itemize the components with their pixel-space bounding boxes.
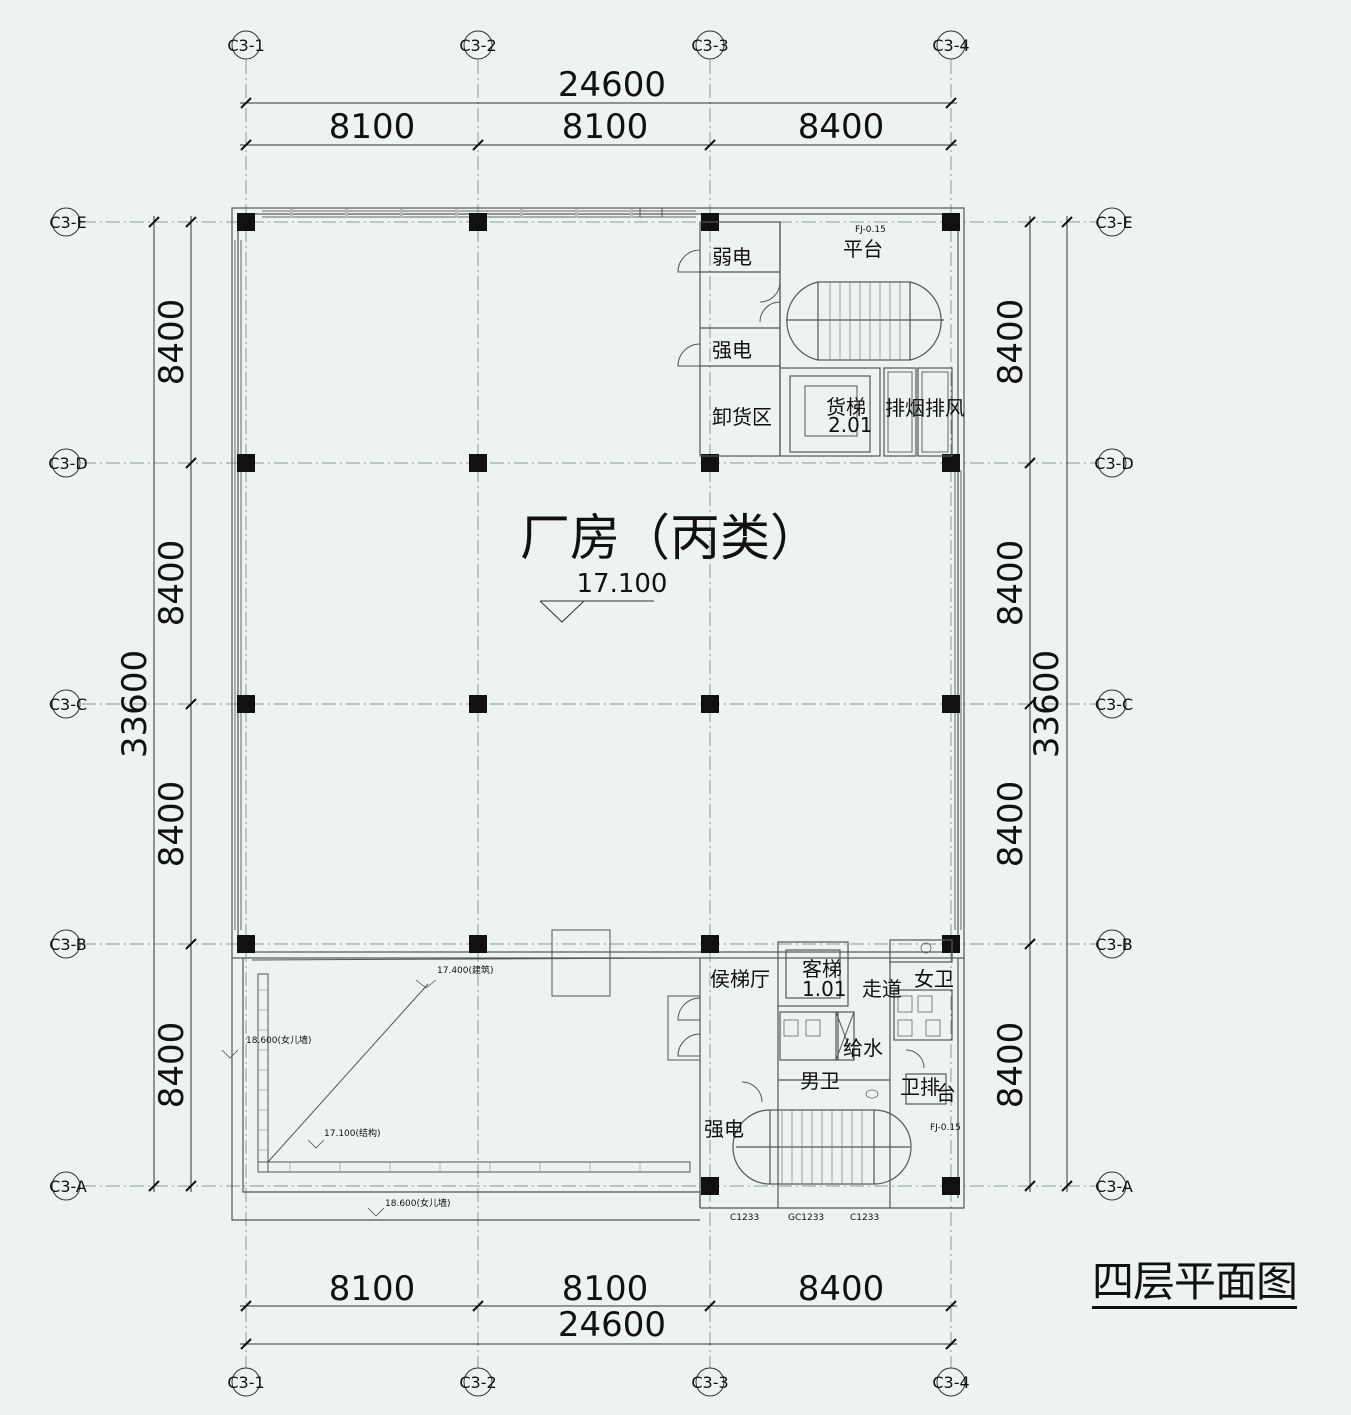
dim-top-total: 24600 [558,65,666,105]
dimension-ticks [148,97,1073,1350]
room-label-womens-wc: 女卫 [914,967,954,991]
axis-label-right-d: C3-D [1094,454,1133,473]
note-window-2: GC1233 [788,1213,824,1223]
note-slab-elev: 17.100(结构) [324,1127,381,1139]
room-label-unloading: 卸货区 [712,405,772,429]
room-label-weak-elec: 弱电 [712,245,752,269]
room-label-lift-lobby: 侯梯厅 [710,967,770,991]
window-mullions [290,207,663,218]
parapet-hatch [258,989,641,1172]
core-top-walls [699,221,953,457]
axis-label-right-a: C3-A [1095,1177,1133,1196]
axis-bubbles [51,30,1127,1397]
note-parapet-elev-2: 18.600(女儿墙) [385,1197,451,1209]
axis-label-left-e: C3-E [49,213,86,232]
axis-label-bottom-4: C3-4 [932,1373,969,1392]
room-label-passenger-lift: 客梯 [802,957,842,981]
dim-left-span-4: 8400 [152,1022,192,1109]
dim-right-span-3: 8400 [991,781,1031,868]
room-label-corridor: 走道 [862,977,902,1001]
room-label-passenger-lift-no: 1.01 [802,977,847,1001]
dimension-lines [153,102,1068,1345]
room-label-toilet-exhaust: 卫排 [900,1075,940,1099]
stair-treads-bottom [781,1110,863,1184]
dim-left-total: 33600 [115,650,155,758]
note-roof-elev: 17.400(建筑) [437,964,494,976]
door-arcs-top [677,249,781,367]
note-fj-top: FJ-0.15 [855,225,886,235]
dim-top-span-3: 8400 [798,107,885,147]
axis-label-right-e: C3-E [1095,213,1132,232]
smoke-shafts [887,371,949,453]
axis-label-left-b: C3-B [49,935,87,954]
room-label-smoke-exhaust: 排烟排风 [885,396,965,420]
dim-left-span-2: 8400 [152,540,192,627]
structural-columns [237,213,960,1195]
drawing-title: 四层平面图 [1092,1258,1298,1309]
main-room-elevation: 17.100 [577,569,668,599]
terrace [251,929,701,1173]
axis-label-top-3: C3-3 [691,36,728,55]
dim-left-span-1: 8400 [152,299,192,386]
note-parapet-elev-1: 18.600(女儿墙) [246,1034,312,1046]
room-label-strong-elec-bottom: 强电 [704,1117,744,1141]
room-label-freight-lift-no: 2.01 [828,413,873,437]
room-label-mens-wc: 男卫 [800,1069,840,1093]
dim-top-span-1: 8100 [329,107,416,147]
dim-right-span-2: 8400 [991,540,1031,627]
stair-treads-top [829,282,901,360]
freight-lift-symbol [804,385,858,437]
wc-fixtures [783,942,941,1099]
dim-right-span-1: 8400 [991,299,1031,386]
room-label-balcony: 台 [936,1081,956,1105]
axis-label-left-d: C3-D [48,454,87,473]
room-label-water-supply: 给水 [843,1036,883,1060]
elevation-marker [539,600,654,623]
dim-bottom-span-2: 8100 [562,1269,649,1309]
note-fj-bottom: FJ-0.15 [930,1123,961,1133]
dim-bottom-total: 24600 [558,1305,666,1345]
room-label-strong-elec-top: 强电 [712,338,752,362]
door-arcs-bottom [667,995,925,1103]
axis-label-top-2: C3-2 [459,36,496,55]
axis-label-top-1: C3-1 [227,36,264,55]
dim-bottom-span-3: 8400 [798,1269,885,1309]
axis-label-bottom-2: C3-2 [459,1373,496,1392]
axis-label-right-c: C3-C [1095,695,1133,714]
axis-grid [82,60,1098,1370]
water-shaft-symbol [835,1011,855,1061]
dim-right-total: 33600 [1027,650,1067,758]
axis-label-top-4: C3-4 [932,36,969,55]
axis-label-right-b: C3-B [1095,935,1133,954]
axis-label-left-a: C3-A [49,1177,87,1196]
small-elevation-markers [221,979,437,1217]
note-window-3: C1233 [850,1213,879,1223]
axis-label-left-c: C3-C [49,695,87,714]
axis-label-bottom-1: C3-1 [227,1373,264,1392]
axis-label-bottom-3: C3-3 [691,1373,728,1392]
dim-left-span-3: 8400 [152,781,192,868]
note-window-1: C1233 [730,1213,759,1223]
main-room-name: 厂房（丙类） [520,509,820,567]
dim-bottom-span-1: 8100 [329,1269,416,1309]
room-label-platform: 平台 [843,237,883,261]
dim-top-span-2: 8100 [562,107,649,147]
room-label-freight-lift: 货梯 [826,395,866,419]
dim-right-span-4: 8400 [991,1022,1031,1109]
